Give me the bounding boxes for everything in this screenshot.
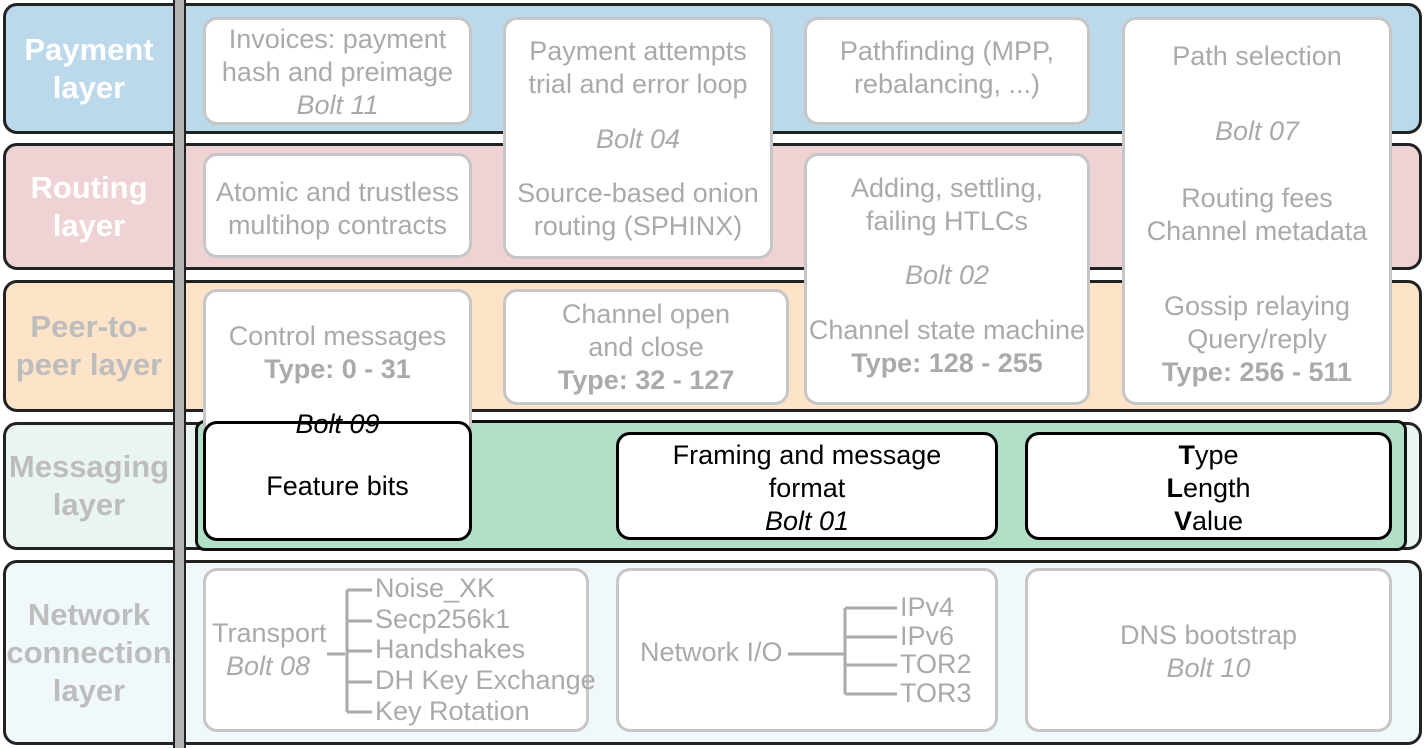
pathfinding-box: Pathfinding (MPP, rebalancing, ...) (804, 17, 1090, 125)
payment-attempts-line1: Payment attempts (529, 36, 747, 66)
dns-bootstrap-box: DNS bootstrap Bolt 10 (1025, 568, 1392, 732)
dns-bootstrap-label: DNS bootstrap (1119, 620, 1298, 650)
dh-key-exchange-label: DH Key Exchange (375, 665, 596, 695)
bolt11-label: Bolt 11 (296, 90, 379, 120)
atomic-line1: Atomic and trustless (215, 177, 460, 207)
routing-layer-label: Routing layer (30, 169, 148, 243)
query-reply-label: Query/reply (1187, 324, 1327, 354)
tor2-label: TOR2 (900, 649, 972, 679)
tor3-label: TOR3 (900, 678, 972, 708)
htlc-line1: Adding, settling, (850, 173, 1044, 203)
gossip-relaying-label: Gossip relaying (1163, 291, 1351, 321)
tlv-type: Type (1178, 440, 1239, 470)
bolt08-label: Bolt 08 (226, 651, 311, 681)
secp256k1-label: Secp256k1 (375, 604, 511, 634)
layer-divider-bar (173, 0, 186, 748)
path-selection-line1: Path selection (1172, 41, 1342, 71)
channel-open-line1: Channel open (561, 299, 731, 329)
tlv-box: Type Length Value (1025, 432, 1392, 540)
channel-metadata-label: Channel metadata (1146, 216, 1368, 246)
invoices-line2: hash and preimage (221, 57, 454, 87)
invoices-box: Invoices: payment hash and preimage Bolt… (203, 17, 472, 125)
onion-routing-line2: routing (SPHINX) (533, 211, 743, 241)
messaging-layer-label: Messaging layer (8, 449, 170, 522)
channel-state-machine-label: Channel state machine (808, 315, 1086, 345)
htlc-line2: failing HTLCs (865, 206, 1029, 236)
network-io-label: Network I/O (640, 637, 783, 667)
transport-box (203, 568, 589, 732)
bolt09-label: Bolt 09 (295, 409, 380, 439)
handshakes-label: Handshakes (375, 634, 526, 664)
bolt07-label: Bolt 07 (1214, 116, 1300, 146)
bolt02-label: Bolt 02 (904, 260, 990, 290)
atomic-contracts-box: Atomic and trustless multihop contracts (203, 153, 472, 258)
framing-line2: format (768, 473, 846, 503)
htlc-type-range: Type: 128 - 255 (851, 348, 1043, 378)
channel-open-close-box: Channel open and close Type: 32 - 127 (503, 289, 789, 405)
path-selection-box: Path selection Bolt 07 Routing fees Chan… (1122, 17, 1392, 405)
feature-bits-label: Feature bits (266, 471, 409, 501)
peer-layer-label: Peer-to- peer layer (15, 309, 163, 382)
routing-fees-label: Routing fees (1181, 183, 1333, 213)
control-type-range: Type: 0 - 31 (264, 354, 411, 384)
ipv4-label: IPv4 (900, 592, 955, 622)
tlv-value: Value (1173, 506, 1244, 536)
noise-xk-label: Noise_XK (375, 573, 496, 603)
bolt01-label: Bolt 01 (764, 506, 850, 536)
bolt04-label: Bolt 04 (595, 124, 681, 154)
feature-bits-box: Bolt 09 Feature bits (203, 409, 472, 541)
onion-routing-line1: Source-based onion (517, 178, 759, 208)
payment-layer-label: Payment layer (24, 31, 154, 105)
control-messages-label: Control messages (228, 321, 447, 351)
tlv-length: Length (1166, 473, 1251, 503)
transport-label: Transport (212, 618, 327, 648)
network-layer-label: Network connection layer (6, 596, 172, 708)
channel-open-type-range: Type: 32 - 127 (557, 365, 735, 395)
key-rotation-label: Key Rotation (375, 696, 530, 726)
atomic-line2: multihop contracts (227, 210, 448, 240)
invoices-line1: Invoices: payment (228, 24, 447, 54)
pathfinding-line2: rebalancing, ...) (853, 69, 1041, 99)
gossip-type-range: Type: 256 - 511 (1161, 357, 1353, 387)
ipv6-label: IPv6 (900, 621, 955, 651)
htlc-box: Adding, settling, failing HTLCs Bolt 02 … (804, 153, 1090, 405)
payment-attempts-line2: trial and error loop (528, 69, 748, 99)
channel-open-line2: and close (588, 332, 704, 362)
network-io-box (616, 568, 998, 732)
pathfinding-line1: Pathfinding (MPP, (839, 36, 1055, 66)
control-messages-box: Control messages Type: 0 - 31 (203, 289, 472, 439)
payment-attempts-box: Payment attempts trial and error loop Bo… (503, 17, 773, 259)
bolt10-label: Bolt 10 (1166, 653, 1251, 683)
framing-line1: Framing and message (672, 440, 942, 470)
framing-box: Framing and message format Bolt 01 (616, 432, 998, 540)
